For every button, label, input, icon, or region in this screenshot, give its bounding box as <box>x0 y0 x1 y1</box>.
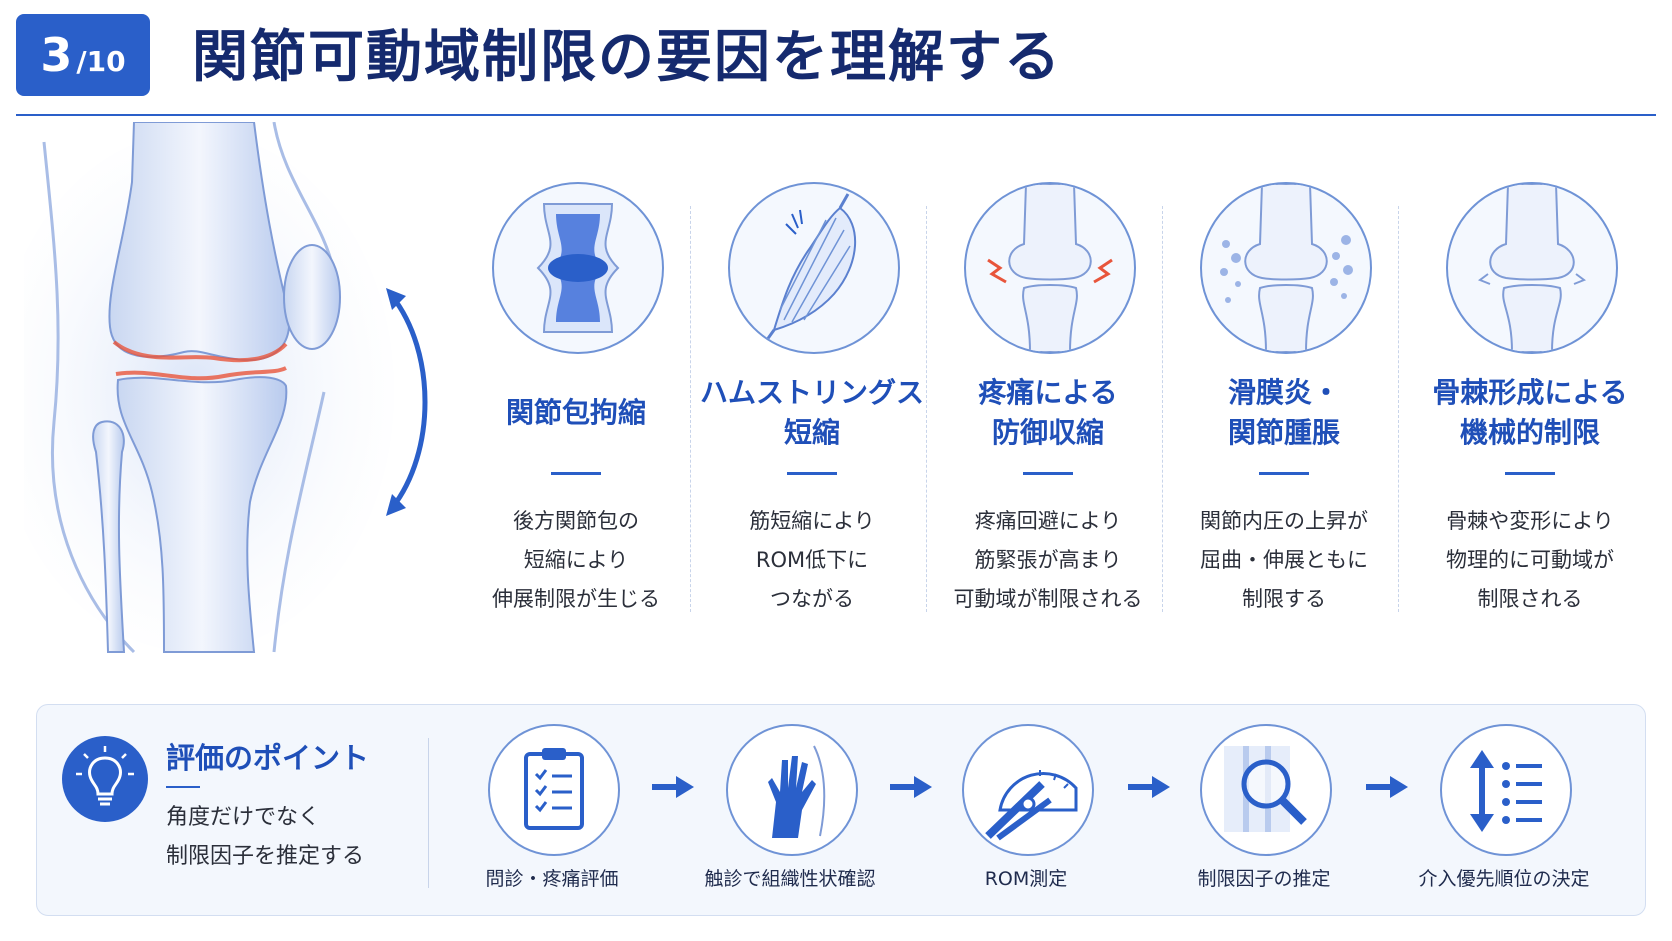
step-intervention-priority: 介入優先順位の決定 <box>1404 724 1604 894</box>
column-divider <box>926 206 927 612</box>
step-rom-measurement: ROM測定 <box>926 724 1126 894</box>
header-divider <box>16 114 1656 116</box>
muscle-icon <box>728 182 900 354</box>
joint-capsule-icon <box>492 182 664 354</box>
factor-description: 骨棘や変形により 物理的に可動域が 制限される <box>1446 509 1614 611</box>
clipboard-checklist-icon <box>488 724 620 856</box>
palpation-hand-icon <box>726 724 858 856</box>
factor-hamstring: ハムストリングス 短縮 筋短縮により ROM低下に つながる <box>692 180 932 620</box>
column-divider <box>1398 206 1399 612</box>
step-palpation: 触診で組織性状確認 <box>690 724 890 894</box>
osteophyte-knee-icon <box>1446 182 1618 354</box>
factor-osteophyte: 骨棘形成による 機械的制限 骨棘や変形により 物理的に可動域が 制限される <box>1410 180 1650 620</box>
page-title: 関節可動域制限の要因を理解する <box>192 25 1062 90</box>
factor-pain-guarding: 疼痛による 防御収縮 疼痛回避により 筋緊張が高まり 可動域が制限される <box>928 180 1168 620</box>
step-interview-pain: 問診・疼痛評価 <box>452 724 652 894</box>
factor-description: 筋短縮により ROM低下に つながる <box>749 509 875 611</box>
factor-title: 関節包拘縮 <box>505 396 646 429</box>
column-divider <box>1162 206 1163 612</box>
point-title: 評価のポイント <box>166 741 370 775</box>
step-label: 介入優先順位の決定 <box>1418 868 1590 890</box>
lightbulb-icon <box>62 736 148 822</box>
arrow-right-icon <box>888 772 934 802</box>
pain-knee-icon <box>964 182 1136 354</box>
factor-divider <box>1505 472 1555 475</box>
factor-divider <box>1259 472 1309 475</box>
page-number: 3 <box>40 28 73 82</box>
range-of-motion-arrow-icon <box>386 288 428 516</box>
factor-synovitis: 滑膜炎・ 関節腫脹 関節内圧の上昇が 屈曲・伸展ともに 制限する <box>1164 180 1404 620</box>
point-description: 角度だけでなく 制限因子を推定する <box>166 805 365 869</box>
factor-description: 後方関節包の 短縮により 伸展制限が生じる <box>492 509 660 611</box>
factor-joint-capsule: 関節包拘縮 後方関節包の 短縮により 伸展制限が生じる <box>456 180 696 620</box>
step-label: ROM測定 <box>984 868 1068 890</box>
factor-title: 滑膜炎・ 関節腫脹 <box>1227 376 1340 449</box>
swollen-knee-icon <box>1200 182 1372 354</box>
magnifier-icon <box>1200 724 1332 856</box>
knee-joint-illustration <box>24 122 394 654</box>
arrow-right-icon <box>650 772 696 802</box>
arrow-right-icon <box>1364 772 1410 802</box>
point-divider <box>166 786 200 788</box>
factor-divider <box>551 472 601 475</box>
page-badge: 3 /10 <box>16 14 150 96</box>
step-label: 問診・疼痛評価 <box>485 868 619 890</box>
factor-title: 骨棘形成による 機械的制限 <box>1432 376 1628 449</box>
arrow-right-icon <box>1126 772 1172 802</box>
step-label: 触診で組織性状確認 <box>704 868 876 890</box>
column-divider <box>690 206 691 612</box>
panel-divider <box>428 738 429 888</box>
factor-description: 疼痛回避により 筋緊張が高まり 可動域が制限される <box>953 509 1143 611</box>
factor-title: ハムストリングス 短縮 <box>699 376 924 449</box>
factor-divider <box>787 472 837 475</box>
factor-description: 関節内圧の上昇が 屈曲・伸展ともに 制限する <box>1200 509 1368 611</box>
step-estimate-factor: 制限因子の推定 <box>1164 724 1364 894</box>
step-label: 制限因子の推定 <box>1197 868 1331 890</box>
priority-list-icon <box>1440 724 1572 856</box>
factor-title: 疼痛による 防御収縮 <box>978 376 1118 449</box>
factor-divider <box>1023 472 1073 475</box>
page-total: /10 <box>76 44 126 78</box>
goniometer-icon <box>962 724 1094 856</box>
